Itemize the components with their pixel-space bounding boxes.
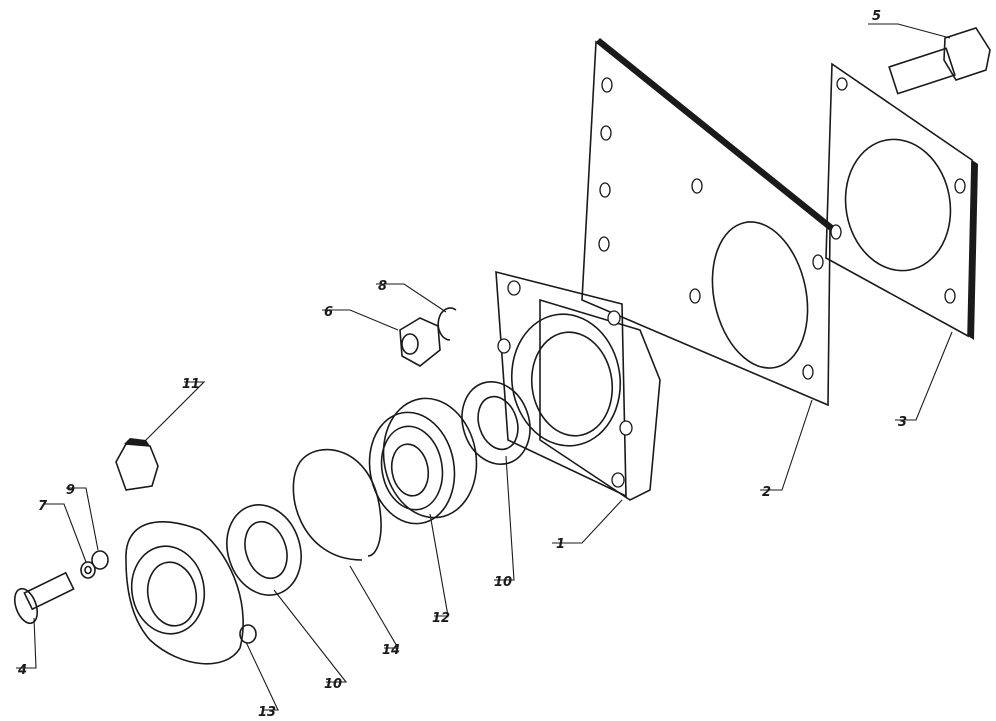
part-9-washer xyxy=(91,550,109,570)
part-13-bearing-cover xyxy=(125,521,257,665)
part-4-bolt xyxy=(13,571,75,625)
leader-lines xyxy=(16,23,953,711)
part-14-retaining-ring xyxy=(292,448,382,561)
part-11-grease-nipple xyxy=(115,438,159,491)
callout-1: 1 xyxy=(556,537,565,552)
callout-8: 8 xyxy=(378,279,387,294)
part-3-rear-plate xyxy=(825,62,978,340)
part-8-snap-ring xyxy=(437,307,457,341)
callout-5: 5 xyxy=(872,9,881,24)
callout-12: 12 xyxy=(432,611,450,626)
part-6-nut xyxy=(399,317,441,367)
callout-11: 11 xyxy=(182,377,200,392)
part-10-seal-ring-left xyxy=(226,504,302,596)
callout-10-right: 10 xyxy=(494,575,512,590)
callout-6: 6 xyxy=(324,305,333,320)
part-2-mounting-plate xyxy=(581,38,834,407)
part-5-bolt xyxy=(888,27,991,95)
callout-10-left: 10 xyxy=(324,677,342,692)
callout-7: 7 xyxy=(38,499,48,514)
callout-9: 9 xyxy=(66,483,75,498)
part-7-washer xyxy=(80,561,96,579)
callout-3: 3 xyxy=(898,415,907,430)
callout-14: 14 xyxy=(382,643,400,658)
part-10-seal-ring-right xyxy=(461,380,531,466)
callout-labels: 1 2 3 4 5 6 8 7 9 10 10 11 12 13 14 xyxy=(17,9,907,720)
callout-4: 4 xyxy=(17,663,27,678)
callout-13: 13 xyxy=(258,705,276,720)
part-12-ball-bearing xyxy=(368,397,478,525)
part-1-bearing-housing xyxy=(495,270,661,501)
callout-2: 2 xyxy=(762,485,771,500)
